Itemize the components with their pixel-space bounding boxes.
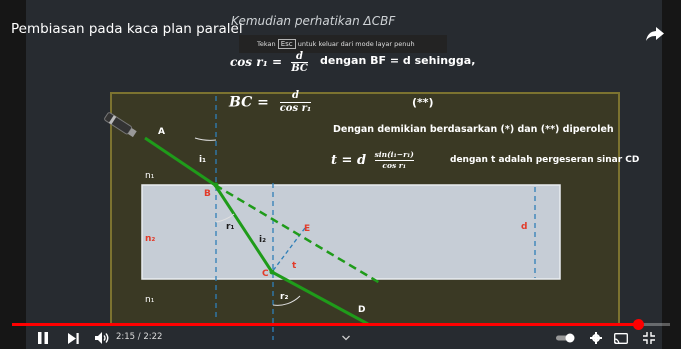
settings-icon[interactable] [589, 329, 603, 347]
eq-cos-lhs: cos r₁ = [230, 55, 283, 69]
player-controls: 2:15 / 2:22 [0, 327, 681, 349]
eq-t-num: sin(i₁−r₁) [374, 150, 414, 161]
label-a: A [158, 127, 165, 137]
progress-played [12, 323, 638, 326]
share-icon[interactable] [645, 26, 665, 42]
label-t: t [292, 261, 297, 271]
equation-shift-t: t = d sin(i₁−r₁)cos r₁ [331, 150, 418, 171]
glass-slab [141, 184, 561, 280]
chevron-down-icon[interactable] [339, 329, 353, 347]
eq-bc-num: d [279, 90, 312, 103]
video-title[interactable]: Pembiasan pada kaca plan paralel [11, 21, 243, 37]
cast-icon[interactable] [613, 329, 629, 347]
ray-emergent [271, 270, 369, 326]
ray-extension [214, 183, 381, 285]
slide-caption: Kemudian perhatikan ΔCBF [231, 14, 396, 28]
eq-bc-den: cos r₁ [279, 103, 312, 114]
label-r1: r₁ [226, 222, 235, 232]
label-d-thickness: d [521, 222, 528, 232]
label-c: C [262, 269, 269, 279]
next-icon[interactable] [66, 329, 80, 347]
label-n1-bottom: n₁ [145, 295, 155, 305]
eq-cos-den: BC [291, 63, 308, 74]
label-e: E [304, 224, 311, 234]
equation-cos-note: dengan BF = d sehingga, [320, 54, 476, 67]
eq-t-lhs: t = d [331, 153, 367, 168]
scrubber-handle[interactable] [632, 319, 644, 330]
label-i2: i₂ [259, 235, 267, 245]
laser-pointer-icon [104, 112, 137, 138]
pause-icon[interactable] [36, 329, 50, 347]
volume-icon[interactable] [94, 329, 110, 347]
exit-fullscreen-icon[interactable] [641, 329, 657, 347]
label-n2: n₂ [145, 234, 156, 244]
hint-suffix: untuk keluar dari mode layar penuh [297, 40, 415, 48]
esc-key-badge: Esc [277, 39, 296, 49]
label-n1-top: n₁ [145, 171, 155, 181]
eq-bc-lhs: BC = [229, 94, 269, 111]
autoplay-toggle[interactable] [554, 329, 578, 347]
progress-bar[interactable] [12, 319, 670, 330]
time-display: 2:15 / 2:22 [116, 332, 163, 342]
equation-shift-note: dengan t adalah pergeseran sinar CD [450, 155, 640, 165]
eq-t-den: cos r₁ [382, 161, 407, 170]
derivation-sentence: Dengan demikian berdasarkan (*) dan (**)… [333, 124, 614, 135]
eq-cos-num: d [291, 51, 308, 63]
label-r2: r₂ [280, 292, 289, 302]
fullscreen-hint: Tekan Esc untuk keluar dari mode layar p… [239, 35, 447, 53]
ray-incident [144, 136, 216, 187]
label-d: D [358, 305, 366, 315]
label-b: B [204, 189, 211, 199]
equation-mark: (**) [412, 96, 434, 109]
label-i1: i₁ [199, 155, 207, 165]
ray-refracted [213, 184, 274, 273]
hint-prefix: Tekan [257, 40, 276, 48]
